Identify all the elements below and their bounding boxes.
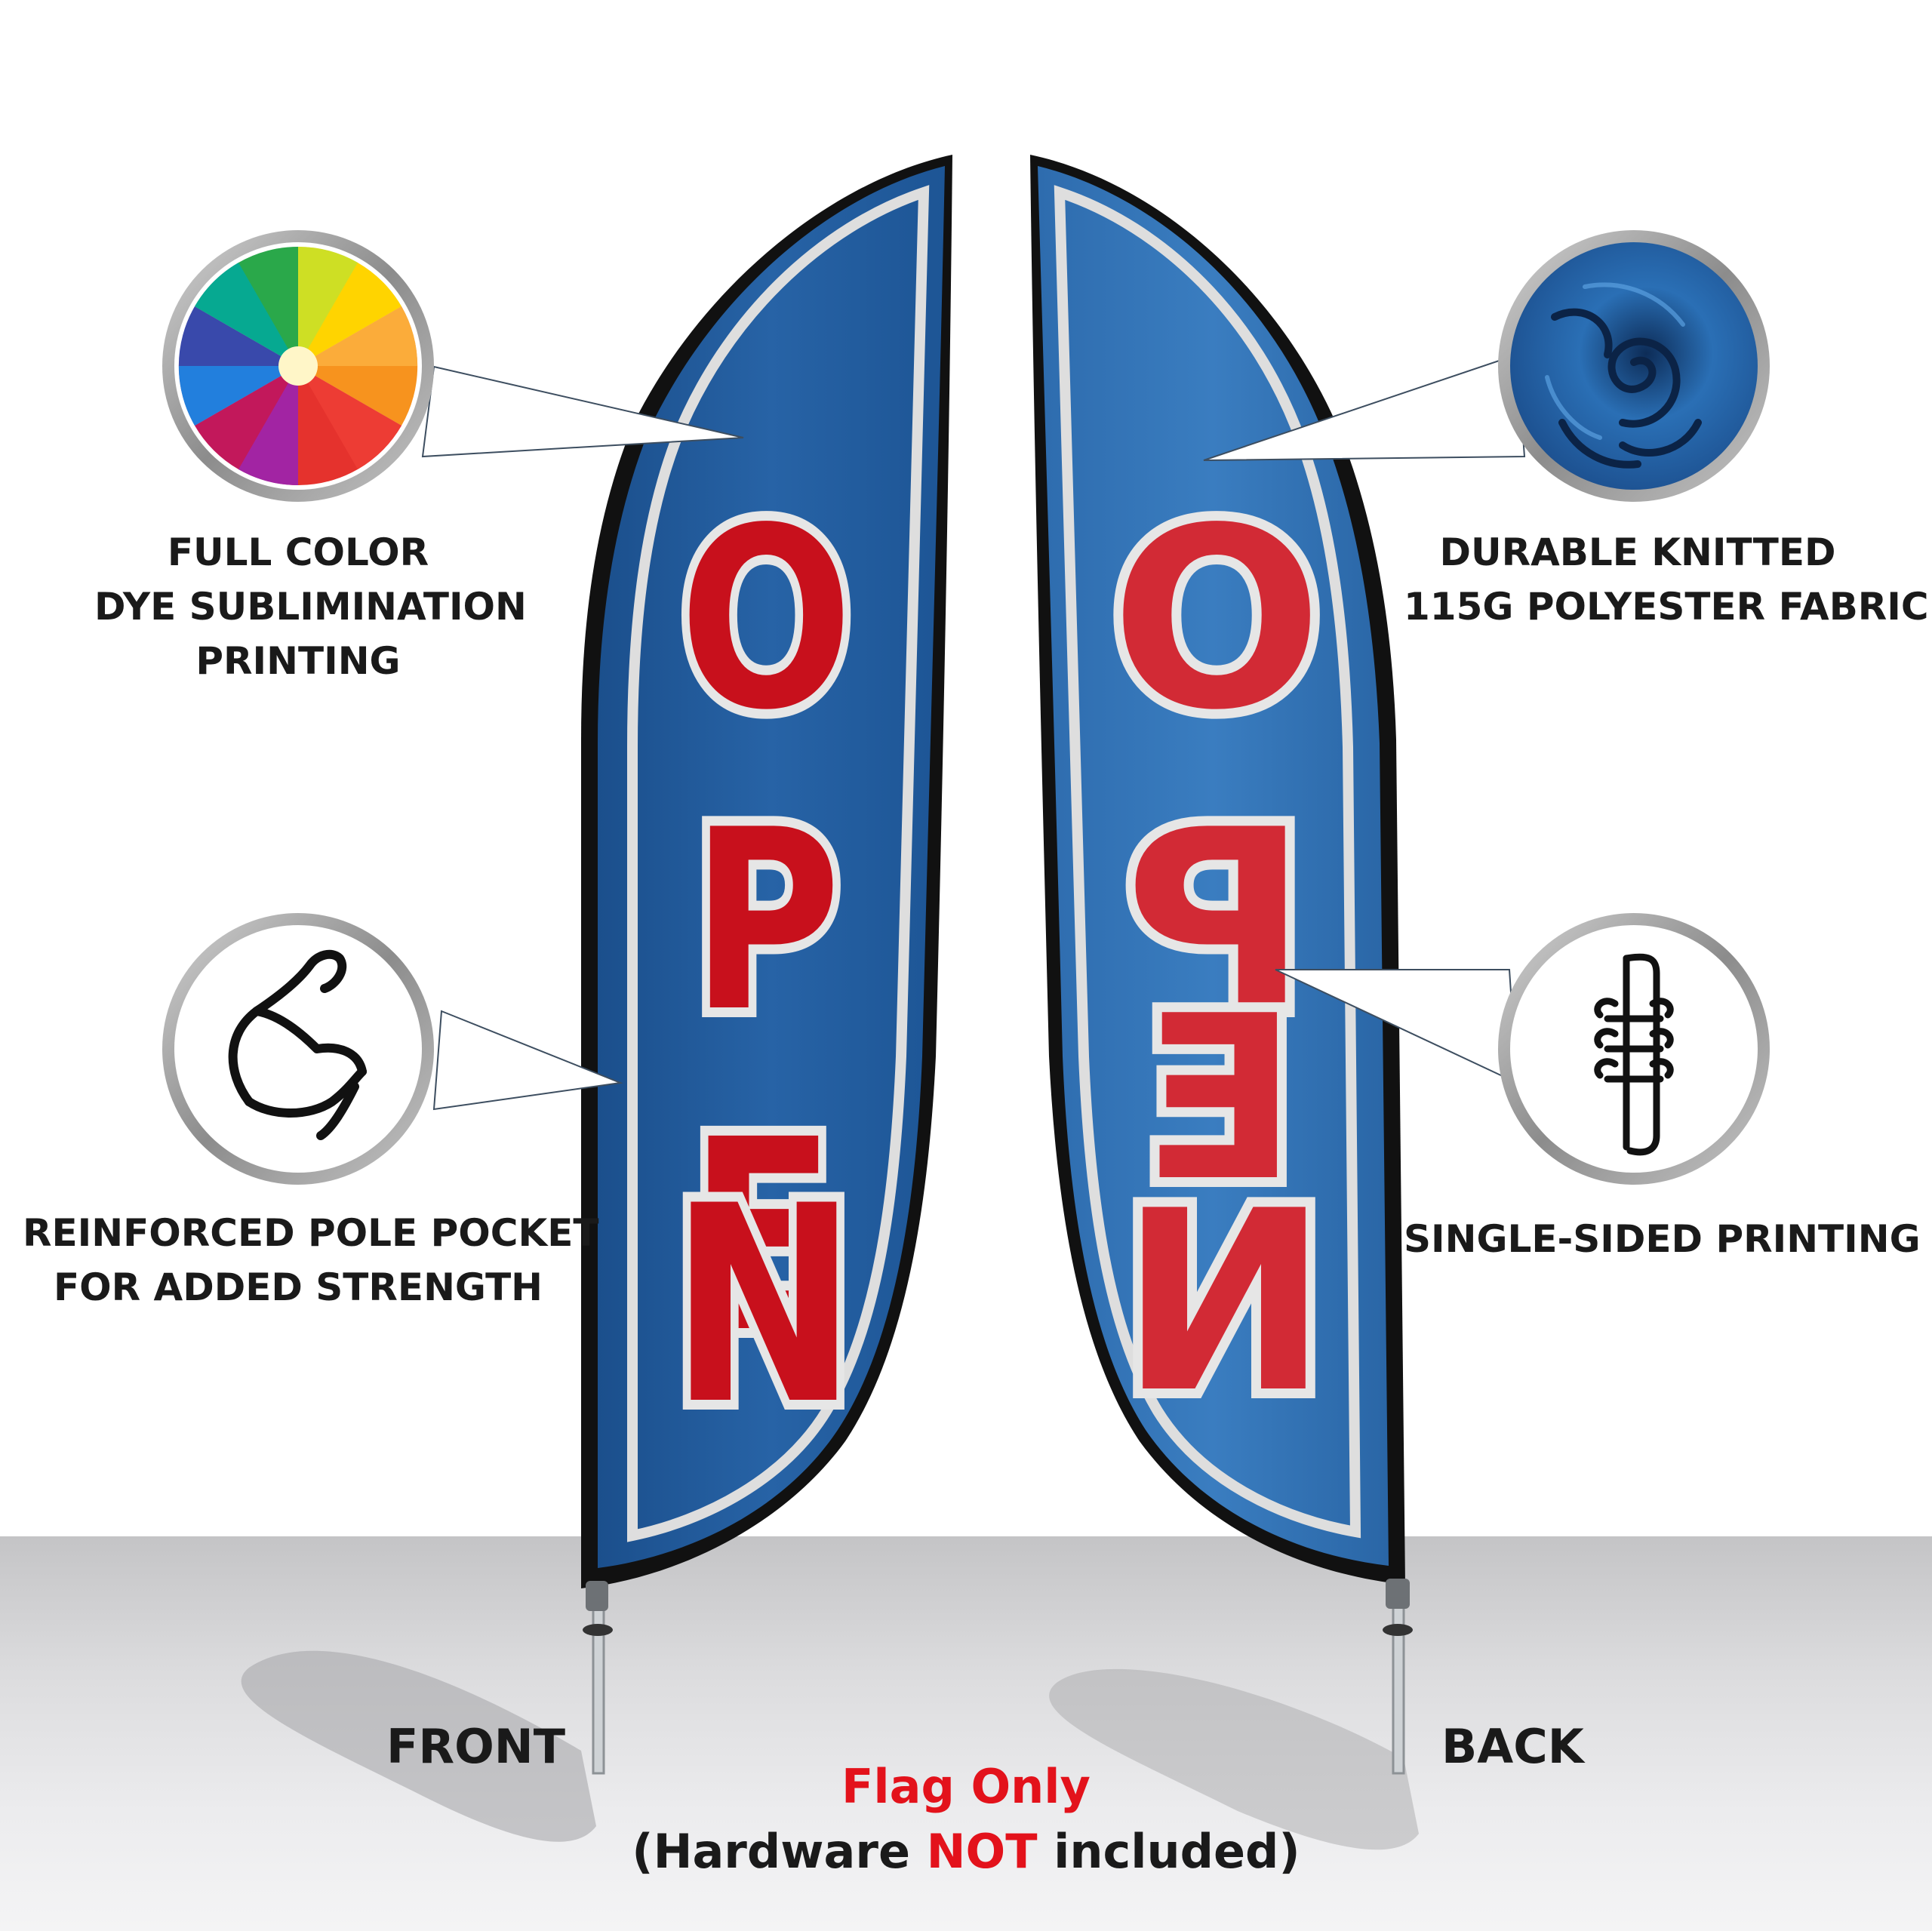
- feature-label-single-sided: SINGLE-SIDED PRINTING: [1404, 1212, 1921, 1266]
- feature-label-line: FULL COLOR: [167, 530, 429, 574]
- color-wheel-icon: [162, 230, 434, 502]
- feature-label-full-color: FULL COLOR DYE SUBLIMINATION PRINTING: [94, 525, 527, 688]
- back-letter-n: N: [1120, 1158, 1328, 1447]
- callout-pointer-color: [421, 365, 744, 458]
- back-flag: [1030, 155, 1413, 1775]
- back-flag-shadow: [1049, 1668, 1419, 1850]
- front-letters: O P E N: [670, 466, 862, 1400]
- feature-label-line: FOR ADDED STRENGTH: [53, 1265, 543, 1309]
- note-line2-post: included): [1037, 1824, 1300, 1879]
- back-label: BACK: [1441, 1719, 1584, 1774]
- note-line1: Flag Only: [841, 1759, 1091, 1814]
- feature-label-line: SINGLE-SIDED PRINTING: [1404, 1217, 1921, 1261]
- note-flag-only: Flag Only: [0, 1755, 1932, 1819]
- flexed-arm-icon: [162, 913, 434, 1185]
- front-letter-e: E: [688, 1084, 836, 1391]
- feature-label-line: DYE SUBLIMINATION: [94, 585, 527, 629]
- front-pole: [592, 1587, 605, 1775]
- front-flag-shadow: [241, 1650, 596, 1842]
- feature-label-line: DURABLE KNITTED: [1439, 530, 1836, 574]
- front-flag: [581, 155, 952, 1775]
- back-letter-o: O: [1111, 475, 1323, 764]
- feature-label-fabric: DURABLE KNITTED 115G POLYESTER FABRIC: [1404, 525, 1929, 634]
- note-hardware: (Hardware NOT included): [0, 1820, 1932, 1883]
- feature-label-line: REINFORCED POLE POCKET: [23, 1211, 599, 1255]
- note-line2-pre: (Hardware: [632, 1824, 927, 1879]
- feature-label-line: PRINTING: [195, 639, 401, 683]
- callout-pointer-pocket: [432, 1010, 623, 1111]
- back-pole: [1392, 1583, 1405, 1775]
- front-letter-o: O: [679, 475, 853, 765]
- front-letter-n-large: N: [670, 1147, 857, 1464]
- front-letter-p: P: [691, 777, 841, 1067]
- feature-label-pocket: REINFORCED POLE POCKET FOR ADDED STRENGT…: [23, 1206, 599, 1314]
- front-label: FRONT: [386, 1719, 565, 1774]
- fabric-swirl-icon: [1498, 230, 1770, 502]
- feature-label-line: 115G POLYESTER FABRIC: [1404, 585, 1929, 629]
- stitched-pocket-icon: [1498, 913, 1770, 1185]
- note-line2-emph: NOT: [926, 1824, 1038, 1879]
- back-letter-e: E: [1143, 967, 1298, 1231]
- back-letters: O P E N: [1101, 465, 1338, 1457]
- back-letter-p: P: [1125, 776, 1308, 1066]
